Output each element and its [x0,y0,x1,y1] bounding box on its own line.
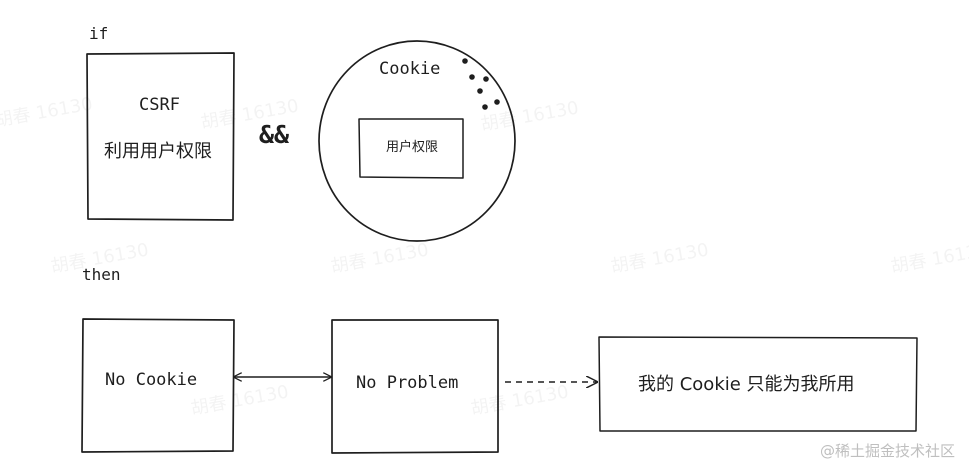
user-permission-label: 用户权限 [386,140,439,155]
site-credit: @稀土掘金技术社区 [819,442,955,460]
no-cookie-box [81,318,235,453]
user-permission-box [358,118,464,179]
and-operator: && [259,120,290,149]
no-problem-label: No Problem [356,373,459,393]
result-box [598,336,918,432]
then-label: then [82,265,121,284]
cookie-circle [318,40,516,242]
result-label: 我的 Cookie 只能为我所用 [638,374,855,395]
csrf-box [86,52,235,221]
no-problem-box [331,319,499,454]
cookie-title: Cookie [379,59,441,79]
no-cookie-label: No Cookie [105,370,198,390]
cookie-crumb-dots [462,58,500,110]
csrf-subtitle: 利用用户权限 [104,141,212,162]
if-label: if [89,24,109,43]
csrf-title: CSRF [139,95,180,115]
